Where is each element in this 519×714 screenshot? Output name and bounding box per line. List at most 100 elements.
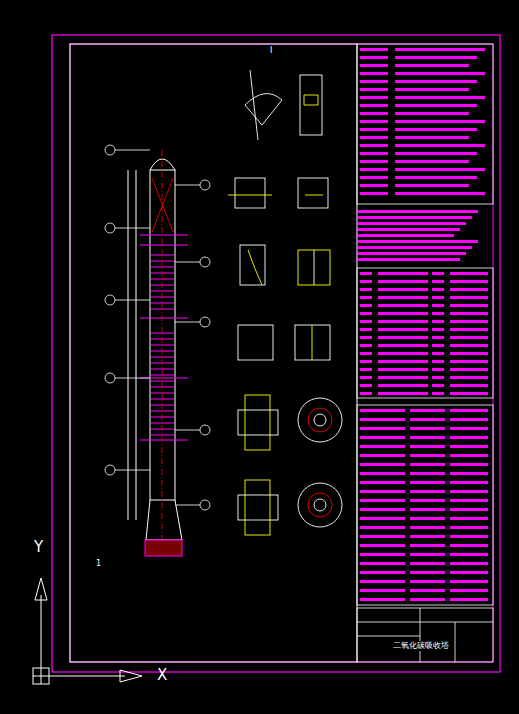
table-row: [432, 384, 444, 387]
table-row: [395, 48, 485, 51]
table-row: [395, 80, 477, 83]
table-row: [450, 296, 488, 299]
table-row: [450, 499, 488, 502]
table-row: [395, 144, 485, 147]
table-row: [450, 336, 488, 339]
table-row: [450, 360, 488, 363]
table-row: [360, 152, 388, 155]
table-row: [360, 384, 372, 387]
table-row: [432, 368, 444, 371]
table-row: [360, 472, 405, 475]
table-row: [395, 192, 485, 195]
table-row: [360, 320, 372, 323]
table-row: [378, 344, 428, 347]
table-row: [410, 526, 445, 529]
table-row: [432, 304, 444, 307]
table-row: [360, 427, 405, 430]
table-row: [395, 152, 477, 155]
table-row: [378, 384, 428, 387]
title-text: 二氧化碳吸收塔: [392, 641, 450, 651]
table-row: [360, 304, 372, 307]
table-row: [450, 312, 488, 315]
table-row: [360, 184, 388, 187]
table-row: [358, 252, 466, 255]
table-row: [360, 80, 388, 83]
axis-label: Y: [34, 540, 43, 555]
table-row: [360, 88, 388, 91]
table-row: [450, 598, 488, 601]
table-row: [378, 296, 428, 299]
table-row: [360, 418, 405, 421]
callout-number: 1: [96, 560, 101, 568]
table-row: [358, 234, 454, 237]
table-row: [360, 376, 372, 379]
table-row: [410, 445, 445, 448]
table-row: [360, 288, 372, 291]
table-row: [450, 553, 488, 556]
table-row: [360, 499, 405, 502]
table-row: [410, 499, 445, 502]
table-row: [360, 56, 388, 59]
table-row: [358, 246, 472, 249]
table-row: [360, 571, 405, 574]
table-row: [410, 436, 445, 439]
table-row: [360, 481, 405, 484]
table-row: [450, 384, 488, 387]
table-row: [450, 517, 488, 520]
table-row: [360, 312, 372, 315]
table-row: [360, 352, 372, 355]
table-row: [450, 580, 488, 583]
table-row: [410, 580, 445, 583]
table-row: [450, 280, 488, 283]
table-row: [432, 296, 444, 299]
table-row: [360, 96, 388, 99]
table-row: [395, 104, 477, 107]
table-row: [360, 160, 388, 163]
table-row: [360, 392, 372, 395]
table-row: [410, 472, 445, 475]
table-row: [360, 508, 405, 511]
table-row: [432, 288, 444, 291]
table-row: [450, 320, 488, 323]
table-row: [358, 228, 460, 231]
table-row: [410, 454, 445, 457]
table-row: [360, 454, 405, 457]
table-row: [360, 598, 405, 601]
table-row: [450, 490, 488, 493]
table-row: [358, 210, 478, 213]
axis-label: X: [157, 668, 167, 683]
table-row: [360, 580, 405, 583]
table-row: [450, 508, 488, 511]
table-row: [432, 320, 444, 323]
table-row: [360, 436, 405, 439]
table-row: [410, 517, 445, 520]
table-row: [378, 376, 428, 379]
table-row: [395, 72, 485, 75]
table-row: [360, 176, 388, 179]
table-row: [410, 544, 445, 547]
table-row: [432, 280, 444, 283]
table-row: [378, 352, 428, 355]
table-row: [432, 312, 444, 315]
table-row: [410, 562, 445, 565]
table-row: [360, 128, 388, 131]
table-row: [432, 344, 444, 347]
table-row: [450, 376, 488, 379]
table-row: [450, 562, 488, 565]
table-row: [360, 526, 405, 529]
table-row: [410, 553, 445, 556]
table-row: [378, 272, 428, 275]
table-row: [358, 216, 472, 219]
table-row: [410, 508, 445, 511]
table-row: [378, 304, 428, 307]
table-row: [360, 104, 388, 107]
table-row: [360, 48, 388, 51]
table-row: [360, 463, 405, 466]
table-row: [432, 272, 444, 275]
table-row: [360, 553, 405, 556]
table-row: [432, 360, 444, 363]
table-row: [360, 344, 372, 347]
table-row: [378, 288, 428, 291]
table-row: [410, 463, 445, 466]
